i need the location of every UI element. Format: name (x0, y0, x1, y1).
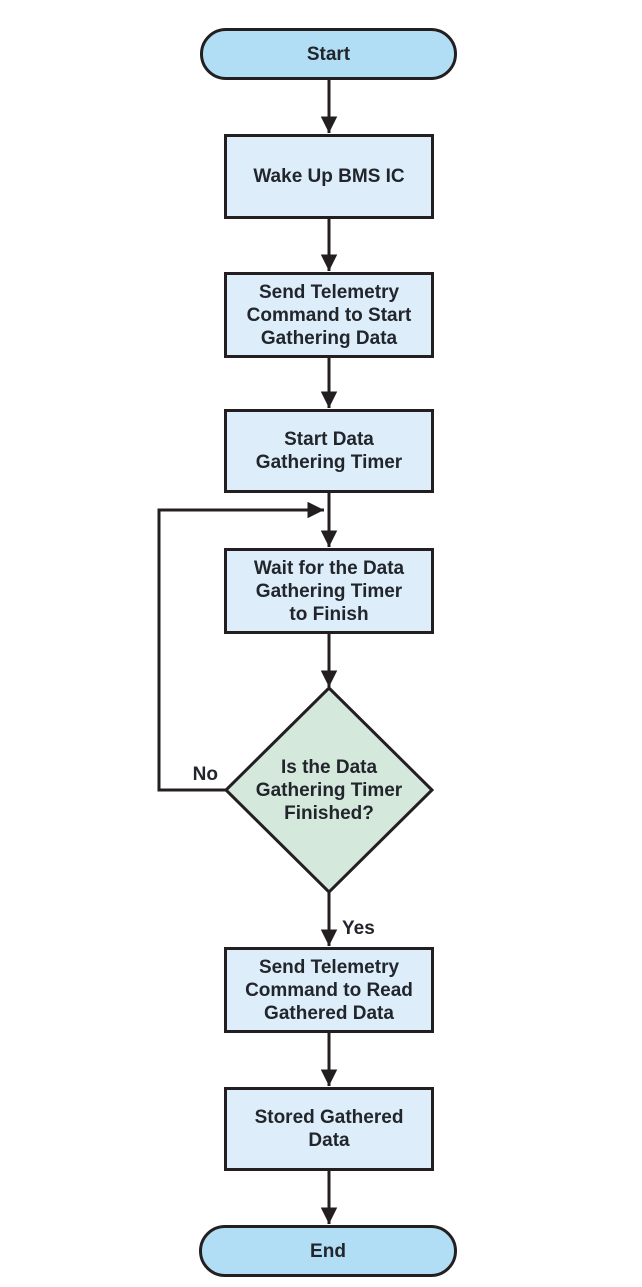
node-stored-gathered-data: Stored Gathered Data (224, 1087, 434, 1171)
arrow-no-loop (157, 501, 324, 792)
node-start-data-gathering-timer: Start Data Gathering Timer (224, 409, 434, 493)
node-start: Start (200, 28, 457, 80)
node-start-label: Start (306, 43, 351, 65)
node-decision-timer-finished-label: Is the Data Gathering Timer Finished? (255, 756, 403, 824)
node-wait-for-timer-label: Wait for the Data Gathering Timer to Fin… (253, 557, 405, 625)
node-send-telemetry-read-label: Send Telemetry Command to Read Gathered … (245, 956, 413, 1024)
node-decision-timer-finished: Is the Data Gathering Timer Finished? (244, 740, 414, 840)
edge-label-no: No (192, 764, 218, 785)
node-end-label: End (310, 1240, 346, 1262)
node-end: End (199, 1225, 457, 1277)
node-start-data-gathering-timer-label: Start Data Gathering Timer (255, 429, 403, 473)
node-wake-up-bms-ic-label: Wake Up BMS IC (253, 166, 405, 187)
node-stored-gathered-data-label: Stored Gathered Data (254, 1107, 404, 1151)
node-send-telemetry-start: Send Telemetry Command to Start Gatherin… (224, 272, 434, 358)
node-wait-for-timer: Wait for the Data Gathering Timer to Fin… (224, 548, 434, 634)
node-wake-up-bms-ic: Wake Up BMS IC (224, 134, 434, 219)
node-send-telemetry-start-label: Send Telemetry Command to Start Gatherin… (246, 281, 412, 349)
node-send-telemetry-read: Send Telemetry Command to Read Gathered … (224, 947, 434, 1033)
edge-label-yes: Yes (342, 918, 375, 939)
